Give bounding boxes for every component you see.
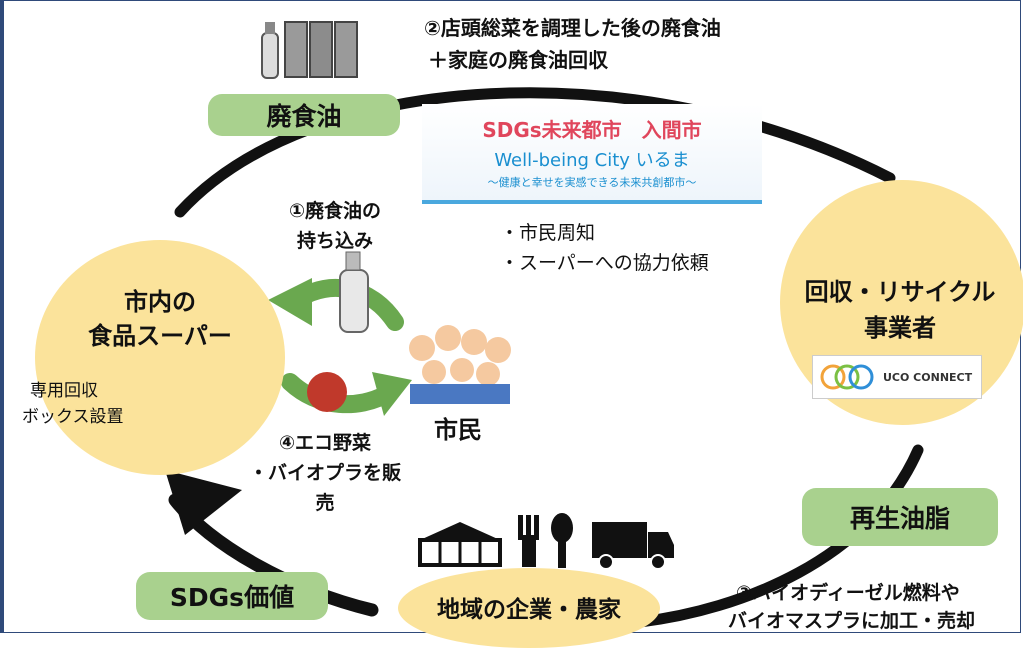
city-action-1: ・市民周知 <box>500 222 596 244</box>
cycle-graphic <box>155 21 924 628</box>
cycle-arc-top <box>174 87 896 218</box>
logo-line2: Well-being City いるま <box>494 150 690 171</box>
waste-oil-label: 廃食油 <box>208 94 400 136</box>
city-action-2: ・スーパーへの協力依頼 <box>500 252 709 274</box>
truck-icon <box>592 522 674 570</box>
citizens-illustration <box>400 308 518 404</box>
sdgs-value-label: SDGs価値 <box>136 572 328 620</box>
greenhouse-icon <box>418 522 502 567</box>
sdgs-city-logo: SDGs未来都市 入間市 Well-being City いるま 〜健康と幸せを… <box>422 104 762 204</box>
citizens-label: 市民 <box>434 416 482 444</box>
cycle-arrowhead <box>165 470 242 535</box>
uco-rings-icon <box>820 364 874 390</box>
box-note-line1: 専用回収 <box>30 381 98 401</box>
uco-logo-text: UCO CONNECT <box>883 370 973 384</box>
step2-line2: ＋家庭の廃食油回収 <box>428 48 608 72</box>
logo-line1: SDGs未来都市 入間市 <box>482 118 702 142</box>
step2-line1: ②店頭総菜を調理した後の廃食油 <box>424 16 721 40</box>
step3-line2: バイオマスプラに加工・売却 <box>728 610 976 632</box>
uco-connect-logo: UCO CONNECT <box>812 355 982 399</box>
logo-line3: 〜健康と幸せを実感できる未来共創都市〜 <box>487 176 697 189</box>
oil-bottle-can-icon <box>261 21 358 79</box>
local-label: 地域の企業・農家 <box>437 597 621 623</box>
supermarket-line1: 市内の <box>124 288 196 316</box>
supermarket-circle <box>35 240 285 475</box>
oil-bottle-icon <box>339 251 369 333</box>
step4-line1: ④エコ野菜 <box>278 432 372 454</box>
recycler-line1: 回収・リサイクル <box>804 278 996 306</box>
step3-line1: ③バイオディーゼル燃料や <box>736 582 960 604</box>
step1-line2: 持ち込み <box>296 230 373 252</box>
step4-line2: ・バイオプラを販 <box>248 462 401 484</box>
fork-spoon-icon <box>518 513 573 568</box>
step1-line1: ①廃食油の <box>288 200 382 222</box>
vegetable-icon <box>307 372 347 412</box>
recycler-line2: 事業者 <box>864 314 936 342</box>
supermarket-line2: 食品スーパー <box>88 322 232 350</box>
regen-oil-label: 再生油脂 <box>802 488 998 546</box>
step4-line3: 売 <box>315 492 335 514</box>
box-note-line2: ボックス設置 <box>22 407 124 427</box>
